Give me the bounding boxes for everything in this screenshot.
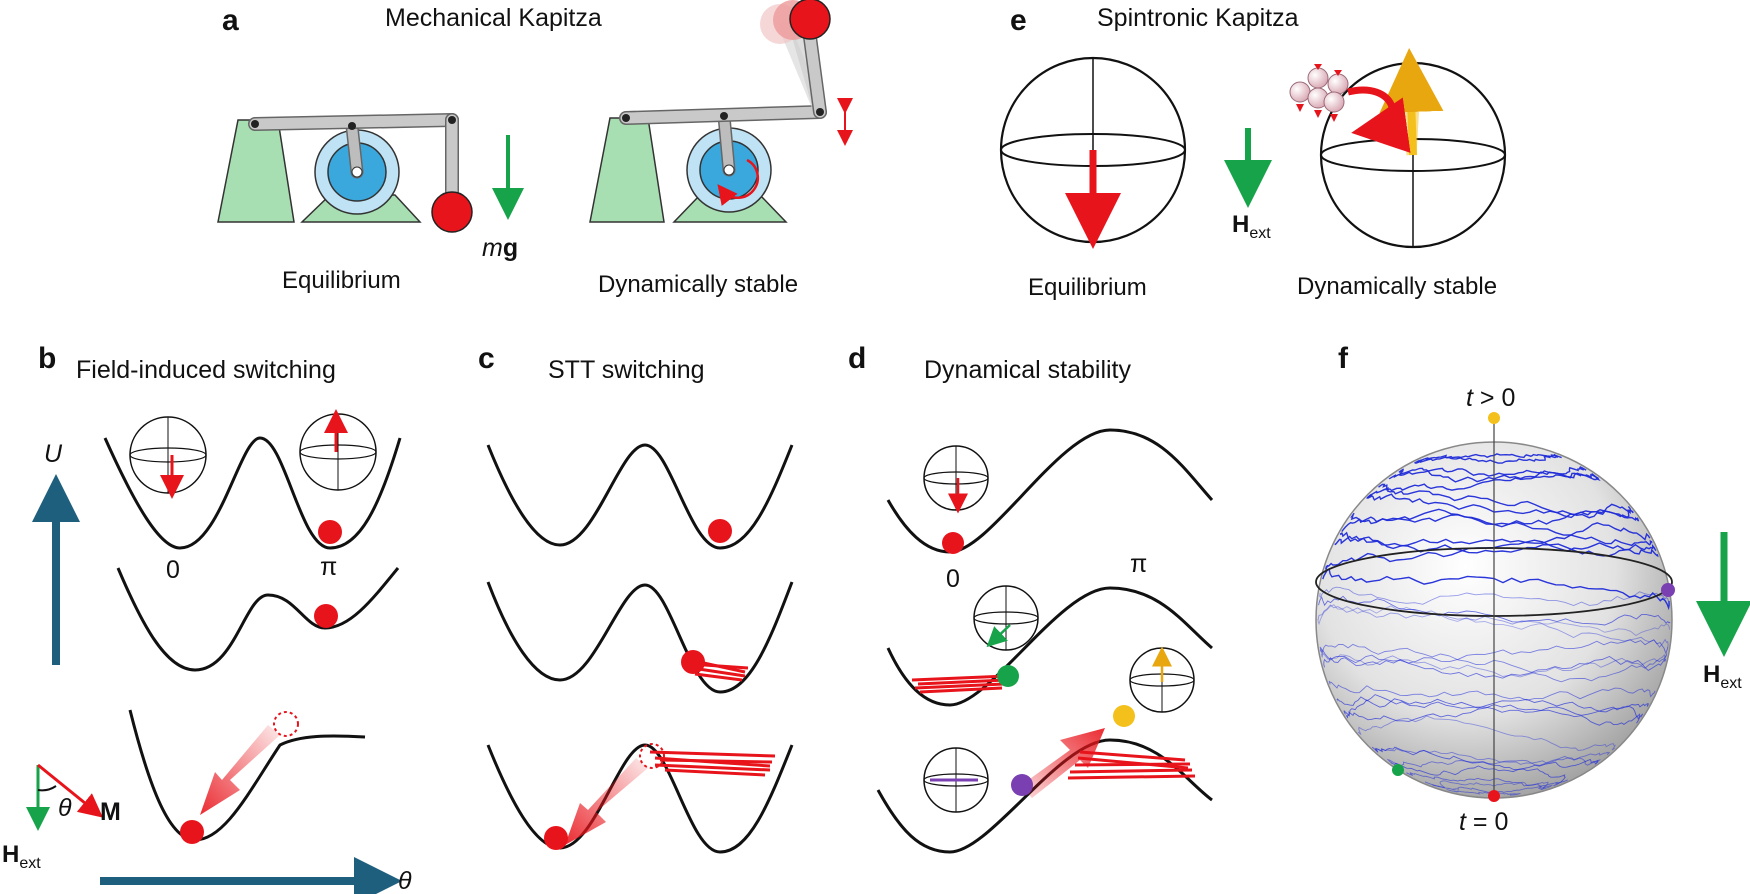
- angle-label: θ: [58, 794, 72, 822]
- pendulum-bob-up: [789, 0, 831, 40]
- magnetization-up-arrow: [1379, 48, 1444, 156]
- initial-state-ghost: [273, 711, 299, 737]
- label-pi: π: [320, 553, 337, 581]
- electron-spins: [1289, 64, 1349, 122]
- single-well: [128, 709, 366, 842]
- state-ball: [708, 519, 732, 543]
- pendulum-equilibrium: mg Equilibrium: [217, 113, 524, 294]
- pendulum-bob-down: [431, 191, 473, 233]
- panel-b-title: Field-induced switching: [76, 356, 336, 384]
- panel-c-letter: c: [478, 342, 495, 375]
- end-point: [1488, 412, 1500, 424]
- equilibrium-caption: Equilibrium: [282, 267, 401, 294]
- inset-sphere-up: [299, 409, 377, 491]
- magnetization-vector: [37, 763, 103, 818]
- panel-d: d Dynamical stability 0 π: [848, 342, 1214, 854]
- double-well-tilted: [116, 567, 400, 672]
- state-ball: [318, 520, 342, 544]
- top-label: t > 0: [1466, 384, 1515, 412]
- angle-diagram: θ M Hext: [2, 763, 121, 872]
- crank-rod: [347, 121, 362, 177]
- double-well-1: [486, 443, 794, 550]
- double-well-symmetric: [103, 436, 402, 550]
- start-point: [1488, 790, 1500, 802]
- precession-lines: [1067, 750, 1196, 780]
- label-pi: π: [1130, 550, 1147, 578]
- pivot-stand: [217, 119, 295, 223]
- panel-e-title: Spintronic Kapitza: [1097, 4, 1299, 32]
- magnetization-label: M: [100, 798, 121, 826]
- state-ball-green: [997, 665, 1019, 687]
- inset-sphere-equator: [923, 747, 989, 813]
- panel-b: b Field-induced switching U 0 π: [2, 342, 412, 894]
- label-zero: 0: [166, 556, 180, 584]
- precession-lines: [911, 674, 1009, 694]
- panel-f: f t > 0 t = 0 Hext: [1315, 342, 1750, 836]
- state-ball: [681, 650, 705, 674]
- state-ball: [942, 532, 964, 554]
- field-label: Hext: [2, 841, 41, 872]
- rotation-arrow: [717, 158, 760, 207]
- equator-point: [1661, 583, 1675, 597]
- double-well-2: [486, 581, 794, 694]
- state-ball: [180, 820, 204, 844]
- field-label: Hext: [1703, 661, 1742, 692]
- theta-axis-label: θ: [398, 867, 412, 894]
- spin-torque-arrow: [1347, 86, 1411, 153]
- green-point: [1392, 764, 1404, 776]
- inset-sphere-tilted: [973, 585, 1039, 651]
- horizontal-beam: [249, 114, 458, 130]
- stabilizing-arrow: [1020, 728, 1105, 798]
- dynamically-stable-caption: Dynamically stable: [598, 271, 798, 298]
- panel-a: a Mechanical Kapitza mg Equilibrium: [217, 0, 853, 298]
- sphere-equilibrium: Equilibrium: [999, 56, 1187, 301]
- pendulum-inverted: Dynamically stable: [589, 0, 853, 298]
- initial-state-ghost: [639, 743, 665, 769]
- energy-axis-label: U: [44, 440, 63, 468]
- state-ball-purple: [1011, 774, 1033, 796]
- panel-e-letter: e: [1010, 4, 1027, 37]
- inset-sphere-down: [129, 416, 207, 499]
- panel-a-letter: a: [222, 4, 239, 37]
- inset-sphere-up: [1129, 646, 1195, 713]
- panel-f-letter: f: [1338, 342, 1349, 375]
- state-ball: [544, 826, 568, 850]
- inset-sphere-down: [923, 445, 989, 514]
- panel-e: e Spintronic Kapitza Equilibrium Hext: [999, 4, 1507, 301]
- bottom-label: t = 0: [1459, 808, 1508, 836]
- crank-rod: [719, 111, 734, 175]
- panel-c-title: STT switching: [548, 356, 705, 384]
- state-ball-yellow: [1113, 705, 1135, 727]
- gravity-label: mg: [482, 234, 518, 262]
- trajectory-sphere: [1315, 412, 1675, 802]
- sine-well-2: [886, 586, 1213, 707]
- switching-arrow: [565, 758, 648, 845]
- dynamically-stable-caption: Dynamically stable: [1297, 273, 1497, 300]
- label-zero: 0: [946, 565, 960, 593]
- double-well-3: [486, 743, 794, 854]
- state-ball: [314, 604, 338, 628]
- switching-arrow: [200, 725, 280, 815]
- panel-b-letter: b: [38, 342, 56, 375]
- field-label: Hext: [1232, 211, 1271, 242]
- sine-well-1: [886, 428, 1214, 554]
- panel-a-title: Mechanical Kapitza: [385, 4, 602, 32]
- precession-lines: [649, 750, 776, 777]
- equilibrium-caption: Equilibrium: [1028, 274, 1147, 301]
- sphere-dynamic: Dynamically stable: [1289, 48, 1507, 300]
- panel-d-title: Dynamical stability: [924, 356, 1132, 384]
- panel-d-letter: d: [848, 342, 866, 375]
- pivot-stand: [589, 117, 665, 223]
- panel-c: c STT switching: [478, 342, 794, 854]
